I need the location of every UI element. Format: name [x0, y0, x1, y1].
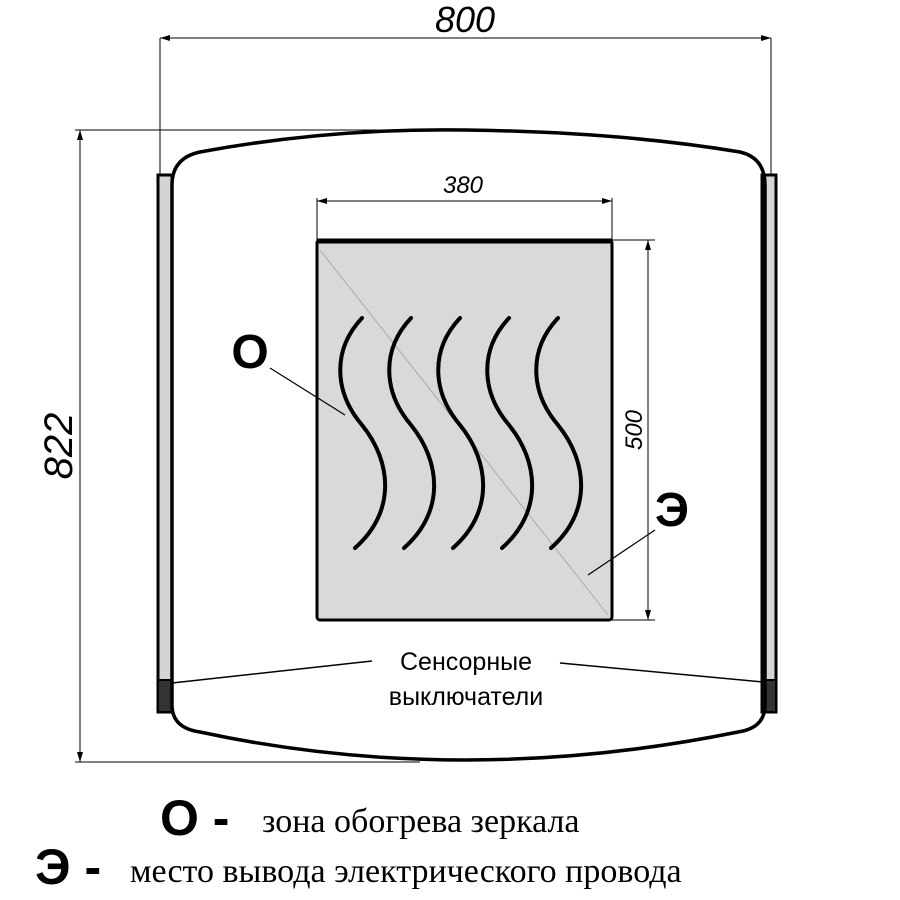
outlet-leader: [587, 529, 656, 576]
legend-marker-outlet: Э -: [35, 839, 101, 895]
right-switch-leader: [559, 662, 764, 683]
left-switch-leader: [171, 660, 373, 684]
outlet-marker: Э: [655, 484, 689, 537]
switches-label-line2: выключатели: [389, 683, 543, 711]
height-dimension: 822: [37, 129, 420, 763]
heating-wave: [485, 316, 535, 550]
heating-waves: [338, 316, 584, 550]
heating-zone: [315, 238, 614, 622]
legend: О - зона обогрева зеркала Э - место выво…: [35, 790, 682, 895]
legend-marker-zone: О -: [160, 790, 229, 846]
zone-height-dimension: 500: [612, 239, 655, 621]
legend-text-zone: зона обогрева зеркала: [262, 803, 580, 840]
zone-width-dimension: 380: [316, 172, 613, 240]
heating-wave: [387, 316, 437, 550]
heating-wave: [436, 316, 486, 550]
width-value: 800: [435, 0, 495, 40]
heating-wave: [534, 316, 584, 550]
width-dimension: 800: [159, 0, 772, 180]
zone-leader: [269, 367, 346, 416]
height-value: 822: [37, 413, 81, 480]
left-light-strip: [156, 173, 174, 714]
legend-text-outlet: место вывода электрического провода: [130, 853, 682, 890]
zone-height-value: 500: [621, 409, 648, 450]
left-touch-switch[interactable]: [157, 679, 173, 713]
switches-label-line1: Сенсорные: [400, 648, 532, 676]
mirror-outline: [170, 128, 767, 762]
heating-wave: [338, 316, 388, 550]
zone-marker: О: [231, 326, 268, 379]
zone-width-value: 380: [443, 172, 484, 199]
